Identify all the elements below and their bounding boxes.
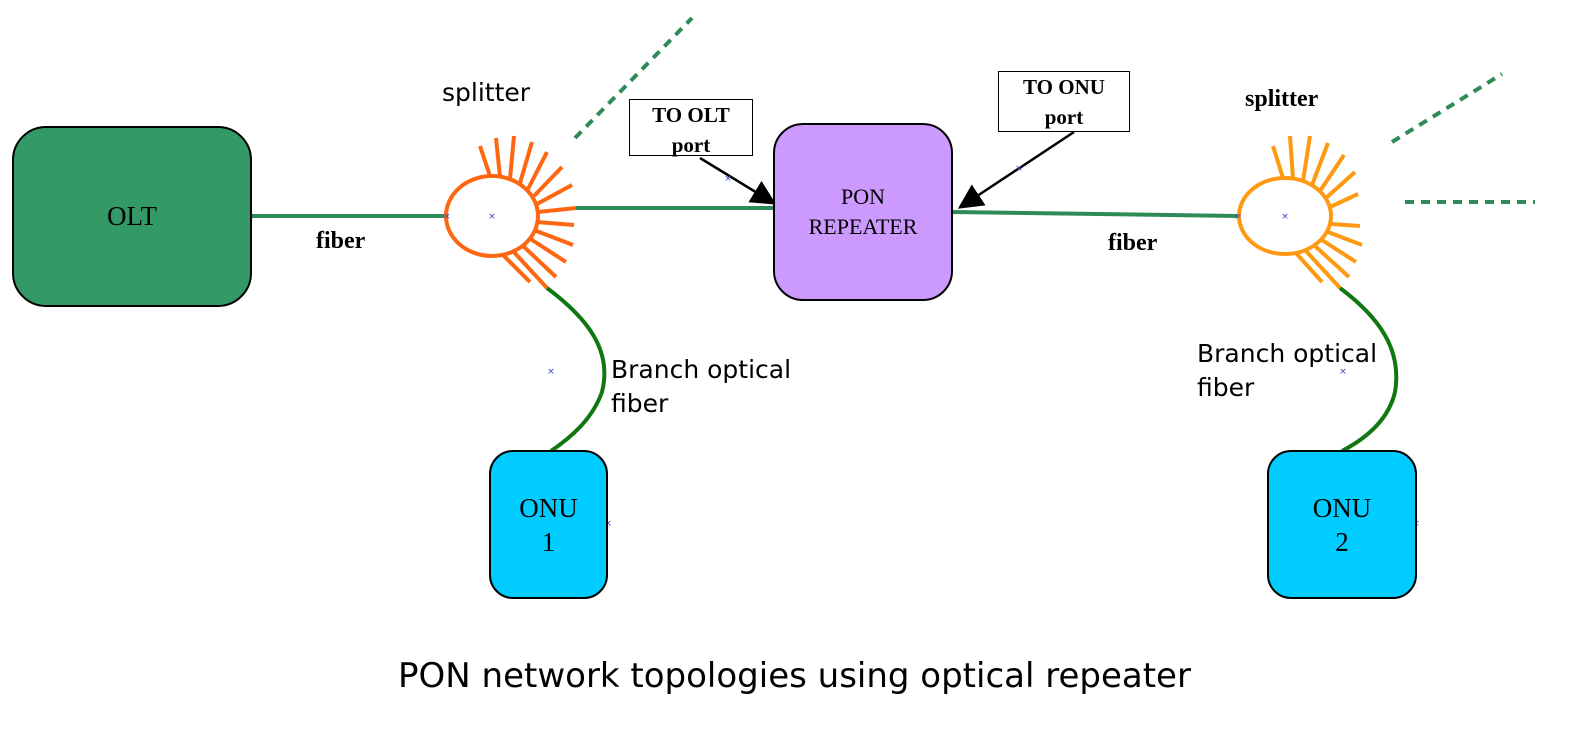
svg-text:×: × [1339,367,1347,377]
splitter-left-label: splitter [442,78,531,107]
arrow-to-olt-port [699,156,777,205]
fiber-right-label: fiber [1108,230,1158,256]
trunk-fiber-repeater-splitter [951,210,1239,218]
onu-1-label-line1: ONU [519,492,578,523]
onu-2-label-line1: ONU [1312,492,1372,523]
onu-2-node: ONU 2 [1267,450,1417,599]
svg-text:×: × [443,212,451,222]
dotted-extension-right-upper [1390,72,1504,144]
to-onu-callout-line1: TO ONU [1023,75,1105,99]
branch-fiber-right-label: Branch optical fiber [1197,337,1377,405]
branch-left-line1: Branch optical [611,355,792,384]
branch-fiber-left-label: Branch optical fiber [611,353,791,421]
svg-text:×: × [1015,164,1023,174]
olt-label: OLT [106,201,157,231]
branch-fiber-right [1338,286,1399,453]
dotted-extension-left [573,16,694,140]
to-onu-callout-line2: port [1044,105,1084,129]
svg-text:×: × [547,367,555,377]
svg-text:×: × [1281,212,1289,222]
diagram-caption: PON network topologies using optical rep… [398,656,1191,696]
branch-right-line1: Branch optical [1197,339,1378,368]
onu-1-label-line2: 1 [541,526,556,557]
splitter-right [1237,135,1363,290]
repeater-label-line2: REPEATER [808,214,918,239]
svg-text:×: × [488,212,496,222]
splitter-left [444,135,577,290]
arrow-to-onu-port [957,130,1075,209]
pon-repeater-node: PON REPEATER [773,123,953,301]
onu-1-node: ONU 1 [489,450,608,599]
fiber-left-label: fiber [316,228,366,254]
branch-right-line2: fiber [1197,373,1255,402]
svg-text:×: × [604,519,612,529]
to-olt-callout-line1: TO OLT [652,103,730,127]
olt-node: OLT [12,126,252,307]
branch-left-line2: fiber [611,389,669,418]
svg-text:×: × [724,174,732,184]
to-olt-callout-line2: port [671,133,711,157]
to-olt-port-callout: TO OLT port [629,99,753,157]
svg-text:×: × [1234,212,1242,222]
to-onu-port-callout: TO ONU port [998,71,1130,132]
repeater-label-line1: PON [840,184,885,209]
splitter-right-label: splitter [1245,86,1319,112]
branch-fiber-left [545,286,607,453]
onu-2-label-line2: 2 [1335,526,1349,557]
